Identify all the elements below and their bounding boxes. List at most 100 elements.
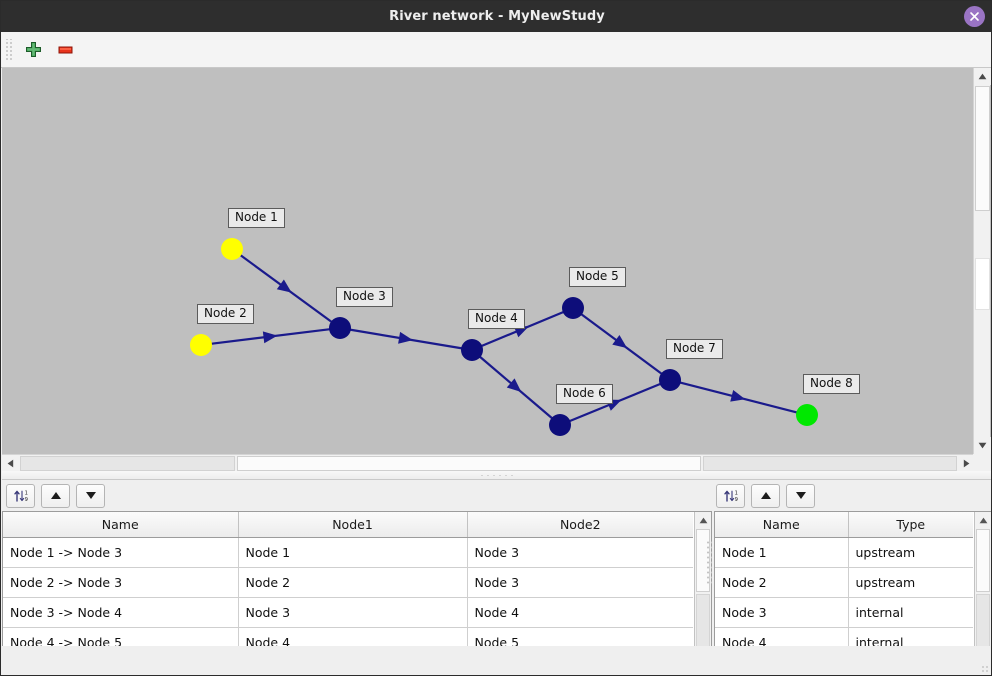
table-cell[interactable]: Node 3 — [467, 567, 693, 598]
canvas-vertical-scrollbar[interactable] — [973, 68, 991, 454]
scroll-left-button[interactable] — [2, 455, 19, 472]
canvas-hscroll-track-right[interactable] — [703, 456, 957, 471]
bottom-panels: 1 9 — [2, 480, 991, 675]
table-cell[interactable]: Node 4 — [467, 597, 693, 628]
branch-sort-button[interactable]: 1 9 — [6, 483, 35, 508]
horizontal-splitter[interactable] — [2, 471, 991, 480]
close-x-icon — [970, 12, 979, 21]
sort-arrow-icon: 1 9 — [723, 490, 737, 503]
table-cell[interactable]: Node 3 -> Node 4 — [3, 597, 239, 628]
node-label-node-4[interactable]: Node 4 — [468, 309, 525, 329]
canvas-hscroll-track-left[interactable] — [20, 456, 235, 471]
svg-text:9: 9 — [734, 497, 737, 503]
table-cell[interactable]: upstream — [848, 537, 973, 568]
column-header[interactable]: Node2 — [467, 512, 693, 538]
node-scroll-thumb[interactable] — [976, 529, 990, 592]
table-cell[interactable]: Node 1 — [238, 537, 468, 568]
table-cell[interactable]: Node 1 — [715, 537, 849, 568]
close-button[interactable] — [964, 6, 985, 27]
table-cell[interactable]: Node 2 — [715, 567, 849, 598]
node-label-node-2[interactable]: Node 2 — [197, 304, 254, 324]
window-title: River network - MyNewStudy — [389, 9, 605, 24]
column-header[interactable]: Type — [848, 512, 973, 538]
triangle-up-icon — [760, 492, 771, 499]
resize-grip-icon — [981, 665, 989, 673]
node-label-node-1[interactable]: Node 1 — [228, 208, 285, 228]
node-label-node-7[interactable]: Node 7 — [666, 339, 723, 359]
edge-arrow-icon — [730, 389, 746, 402]
add-node-button[interactable] — [20, 37, 46, 63]
network-canvas[interactable]: Node 1 Node 2 Node 3 Node 4 Node 5 Node 6 Node… — [2, 68, 992, 454]
column-header[interactable]: Name — [3, 512, 239, 538]
branch-panel-toolbar: 1 9 — [2, 480, 712, 511]
table-cell[interactable]: upstream — [848, 567, 973, 598]
add-node-icon — [25, 42, 41, 57]
scroll-up-button[interactable] — [974, 68, 991, 85]
graph-node[interactable] — [221, 238, 243, 260]
canvas-vscroll-thumb-secondary[interactable] — [975, 258, 990, 310]
branch-scroll-up-button[interactable] — [695, 512, 711, 529]
branch-move-up-button[interactable] — [41, 483, 70, 508]
table-cell[interactable]: Node 3 — [467, 537, 693, 568]
branch-move-down-button[interactable] — [76, 483, 105, 508]
canvas-vscroll-thumb[interactable] — [975, 86, 990, 211]
svg-text:1: 1 — [734, 490, 737, 496]
node-label-node-3[interactable]: Node 3 — [336, 287, 393, 307]
graph-node[interactable] — [329, 317, 351, 339]
column-header[interactable]: Name — [715, 512, 849, 538]
node-panel: 1 9 — [714, 480, 991, 675]
edge-arrow-icon — [398, 331, 413, 344]
scroll-right-button[interactable] — [958, 455, 975, 472]
graph-node[interactable] — [461, 339, 483, 361]
graph-node[interactable] — [562, 297, 584, 319]
graph-node[interactable] — [190, 334, 212, 356]
node-label-node-5[interactable]: Node 5 — [569, 267, 626, 287]
canvas-horizontal-scrollbar[interactable] — [2, 454, 975, 472]
table-cell[interactable]: Node 2 — [238, 567, 468, 598]
triangle-up-icon — [978, 73, 987, 80]
edge-arrow-icon — [506, 378, 522, 393]
table-cell[interactable]: Node 3 — [238, 597, 468, 628]
svg-text:1: 1 — [24, 490, 27, 496]
delete-node-icon — [58, 46, 72, 54]
node-label-node-6[interactable]: Node 6 — [556, 384, 613, 404]
delete-node-button[interactable] — [52, 37, 78, 63]
node-move-down-button[interactable] — [786, 483, 815, 508]
vertical-splitter[interactable] — [706, 540, 712, 586]
node-sort-button[interactable]: 1 9 — [716, 483, 745, 508]
node-scroll-up-button[interactable] — [975, 512, 991, 529]
node-table-scrollbar[interactable] — [974, 512, 991, 674]
triangle-right-icon — [963, 459, 970, 468]
nodes-layer — [190, 238, 818, 436]
canvas-hscroll-thumb[interactable] — [237, 456, 701, 471]
table-cell[interactable]: Node 2 -> Node 3 — [3, 567, 239, 598]
table-cell[interactable]: Node 3 — [715, 597, 849, 628]
triangle-down-icon — [795, 492, 806, 499]
network-graph[interactable] — [2, 68, 992, 454]
triangle-down-icon — [85, 492, 96, 499]
graph-node[interactable] — [549, 414, 571, 436]
graph-node[interactable] — [659, 369, 681, 391]
table-cell[interactable]: Node 1 -> Node 3 — [3, 537, 239, 568]
triangle-up-icon — [979, 517, 987, 524]
scroll-down-button[interactable] — [974, 437, 991, 454]
column-header[interactable]: Node1 — [238, 512, 468, 538]
node-move-up-button[interactable] — [751, 483, 780, 508]
triangle-left-icon — [7, 459, 14, 468]
svg-text:9: 9 — [24, 497, 27, 503]
table-cell[interactable]: internal — [848, 597, 973, 628]
node-label-node-8[interactable]: Node 8 — [803, 374, 860, 394]
graph-node[interactable] — [796, 404, 818, 426]
toolbar-drag-handle[interactable] — [4, 38, 13, 61]
